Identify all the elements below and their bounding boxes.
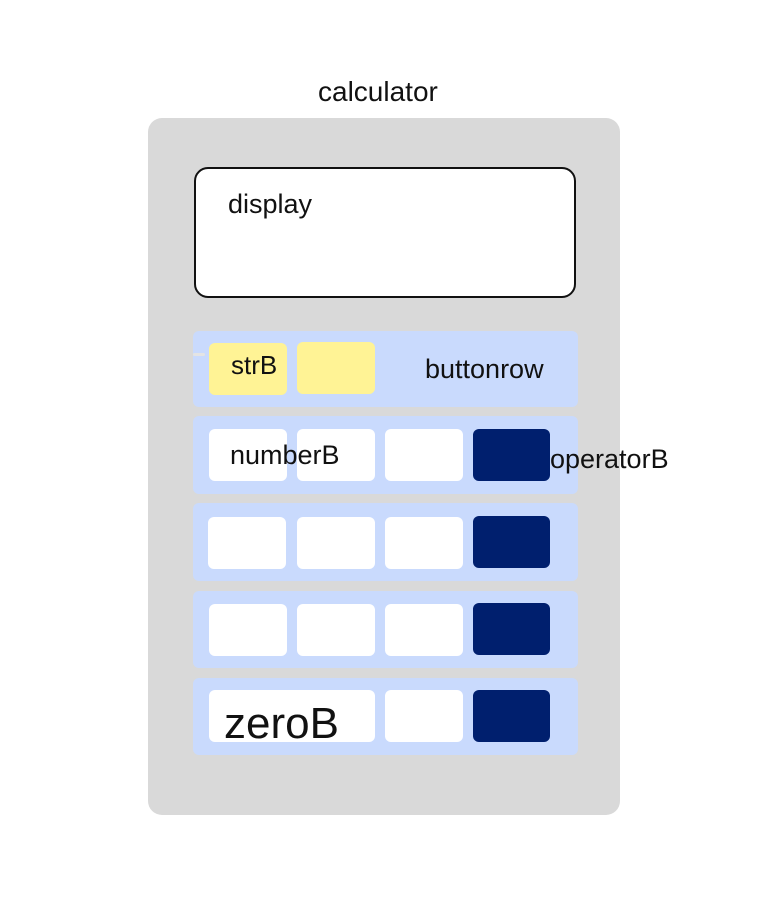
str-button[interactable] [209,343,287,395]
buttonrow-label: buttonrow [425,354,544,384]
zero-button[interactable] [209,690,375,742]
strB-label: strB [231,350,278,380]
number-button[interactable] [297,604,375,656]
resize-handle[interactable] [193,353,205,356]
operator-button[interactable] [473,516,550,568]
zeroB-label: zeroB [224,699,339,748]
number-button[interactable] [385,604,463,656]
number-button[interactable] [209,604,287,656]
operatorB-label: operatorB [550,444,669,474]
str-button[interactable] [297,342,375,394]
number-button[interactable] [385,517,463,569]
display-label: display [228,189,313,219]
numberB-label: numberB [230,440,340,470]
display [194,167,576,298]
number-button[interactable] [297,429,375,481]
operator-button[interactable] [473,603,550,655]
number-button[interactable] [209,429,287,481]
number-button[interactable] [385,429,463,481]
calculator-label: calculator [318,76,438,107]
number-button[interactable] [385,690,463,742]
number-button[interactable] [297,517,375,569]
number-button[interactable] [208,517,286,569]
operator-button[interactable] [473,690,550,742]
operator-button[interactable] [473,429,550,481]
